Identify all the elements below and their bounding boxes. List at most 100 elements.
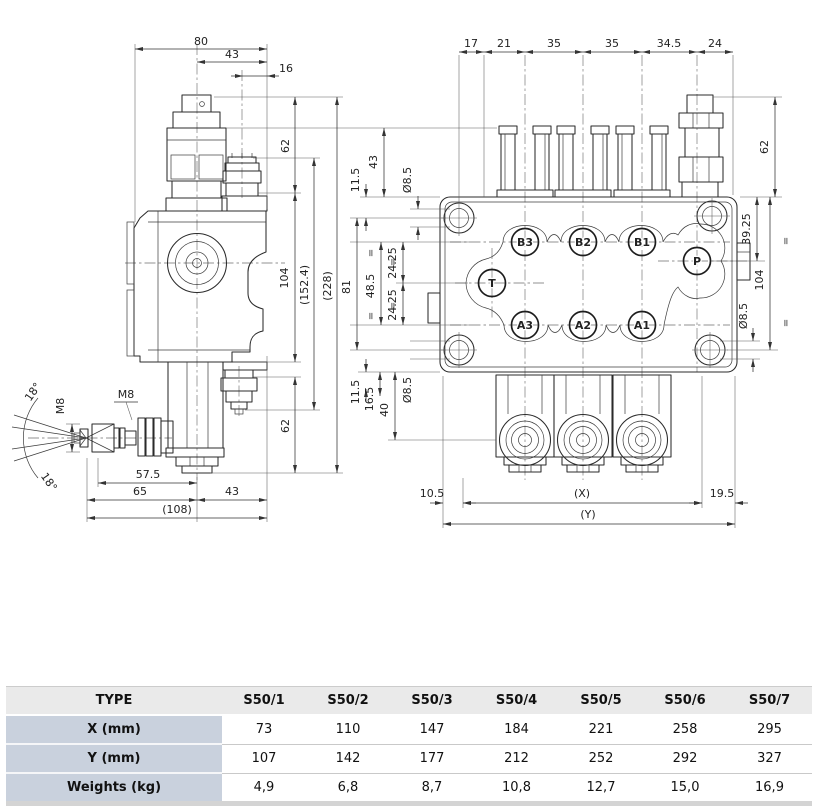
mounting-holes: [441, 198, 730, 368]
dim-top-width: 80: [194, 35, 208, 48]
dim-top-width-inner: 43: [225, 48, 239, 61]
thread-m8-horizontal: M8: [118, 388, 135, 401]
port-b3: B3: [510, 227, 540, 257]
dim-top-offset: 16: [279, 62, 293, 75]
x-value: 258: [643, 715, 727, 745]
spool-top-group-3: [613, 125, 671, 198]
weight-value: 8,7: [390, 773, 474, 803]
port-t: T: [477, 268, 507, 298]
table-row-weights: Weights (kg) 4,9 6,8 8,7 10,8 12,7 15,0 …: [6, 773, 812, 803]
front-view-centerlines: [450, 55, 748, 480]
y-value: 142: [306, 744, 390, 774]
dim-base-total: (108): [162, 503, 192, 516]
x-value: 184: [474, 715, 559, 745]
table-header-s50-6: S50/6: [643, 686, 727, 716]
front-view-right-dimensions: 62 39.25 104 Ø8.5 = =: [737, 97, 791, 372]
port-b2-label: B2: [575, 236, 591, 249]
y-value: 327: [727, 744, 812, 774]
front-view-bottom-dimensions: 10.5 (X) 19.5 (Y): [420, 487, 748, 526]
table-header-s50-3: S50/3: [390, 686, 474, 716]
weight-value: 4,9: [222, 773, 306, 803]
dim-top-34-5: 34.5: [657, 37, 682, 50]
dim-top-35a: 35: [547, 37, 561, 50]
dim-ref-height: (152.4): [298, 265, 311, 305]
angle-up-label: 18°: [22, 380, 44, 403]
table-header-s50-2: S50/2: [306, 686, 390, 716]
dim-left-11-5-top: 11.5: [349, 168, 362, 193]
dim-left-11-5-bottom: 11.5: [349, 380, 362, 405]
y-value: 252: [559, 744, 643, 774]
dim-upper-height: 62: [279, 139, 292, 153]
dim-top-35b: 35: [605, 37, 619, 50]
gasket-contour: [465, 223, 726, 342]
dim-left-48-5: 48.5: [364, 274, 377, 299]
table-row-y: Y (mm) 107 142 177 212 252 292 327: [6, 744, 812, 774]
weight-value: 10,8: [474, 773, 559, 803]
row-label-x: X (mm): [6, 715, 222, 745]
spool-top-group-1: [496, 125, 554, 198]
spool-bottom-caps: [495, 374, 672, 473]
dim-right-hole-dia: Ø8.5: [737, 303, 750, 329]
table-header-row: TYPE S50/1 S50/2 S50/3 S50/4 S50/5 S50/6…: [6, 686, 812, 716]
dim-lower-height: 62: [279, 419, 292, 433]
spec-table: TYPE S50/1 S50/2 S50/3 S50/4 S50/5 S50/6…: [6, 686, 812, 803]
dim-top-21: 21: [497, 37, 511, 50]
x-value: 147: [390, 715, 474, 745]
y-value: 212: [474, 744, 559, 774]
dim-left-24-25-a: 24.25: [386, 247, 399, 279]
table-row-x: X (mm) 73 110 147 184 221 258 295: [6, 715, 812, 745]
table-bottom-bar: [6, 801, 812, 806]
dim-left-24-25-b: 24.25: [386, 289, 399, 321]
table-header-s50-1: S50/1: [222, 686, 306, 716]
side-view-extension-lines: [86, 44, 497, 522]
dim-left-hole-dia-top: Ø8.5: [401, 167, 414, 193]
spool-housing-side: [165, 361, 225, 474]
dim-left-43: 43: [367, 155, 380, 169]
row-label-weights: Weights (kg): [6, 773, 222, 803]
eq-mark-right-1: =: [780, 237, 791, 245]
port-a2-label: A2: [575, 319, 591, 332]
spool-cap-3: [612, 374, 672, 473]
spool-tops: [496, 125, 671, 198]
port-a3-label: A3: [517, 319, 533, 332]
table-header-s50-5: S50/5: [559, 686, 643, 716]
dim-right-104: 104: [753, 270, 766, 291]
technical-drawing: 18° 18° M8 M8: [11, 35, 791, 528]
x-value: 221: [559, 715, 643, 745]
dim-bottom-10-5: 10.5: [420, 487, 445, 500]
eq-mark-left-2: =: [365, 312, 376, 320]
front-view-left-dimensions: 11.5 43 Ø8.5 81 48.5 24.25 24.25 = = = =…: [340, 128, 420, 440]
table-header-s50-4: S50/4: [474, 686, 559, 716]
port-b1-label: B1: [634, 236, 650, 249]
eq-mark-left-4: =: [387, 302, 398, 310]
y-value: 292: [643, 744, 727, 774]
aux-valve-top: [221, 153, 268, 212]
y-value: 107: [222, 744, 306, 774]
x-value: 73: [222, 715, 306, 745]
eq-mark-left-1: =: [365, 249, 376, 257]
front-view: B3 B2 B1 T P A3 A2 A1: [340, 37, 791, 528]
side-view-dimensions: 80 43 16 62 104 62 (152.4) (228) 57.5 65…: [87, 35, 339, 520]
aux-valve-bottom: [220, 361, 268, 415]
dim-total-height: (228): [321, 271, 334, 301]
port-b2: B2: [568, 227, 598, 257]
thread-m8-vertical: M8: [54, 398, 67, 415]
table-header-s50-7: S50/7: [727, 686, 812, 716]
side-view-body: [126, 210, 267, 363]
row-label-y: Y (mm): [6, 744, 222, 774]
dim-right-39-25: 39.25: [740, 213, 753, 245]
port-p-label: P: [693, 255, 701, 268]
lever-angle-fan: [11, 397, 87, 479]
port-a2: A2: [568, 310, 598, 340]
ports: B3 B2 B1 T P A3 A2 A1: [477, 227, 712, 340]
x-value: 295: [727, 715, 812, 745]
dim-base-right: 43: [225, 485, 239, 498]
port-a1-label: A1: [634, 319, 650, 332]
side-view: 18° 18° M8 M8: [11, 35, 497, 522]
port-a1: A1: [627, 310, 657, 340]
front-view-body: [427, 196, 751, 373]
x-value: 110: [306, 715, 390, 745]
dim-lever-len: 57.5: [136, 468, 161, 481]
dim-left-hole-dia-bottom: Ø8.5: [401, 377, 414, 403]
